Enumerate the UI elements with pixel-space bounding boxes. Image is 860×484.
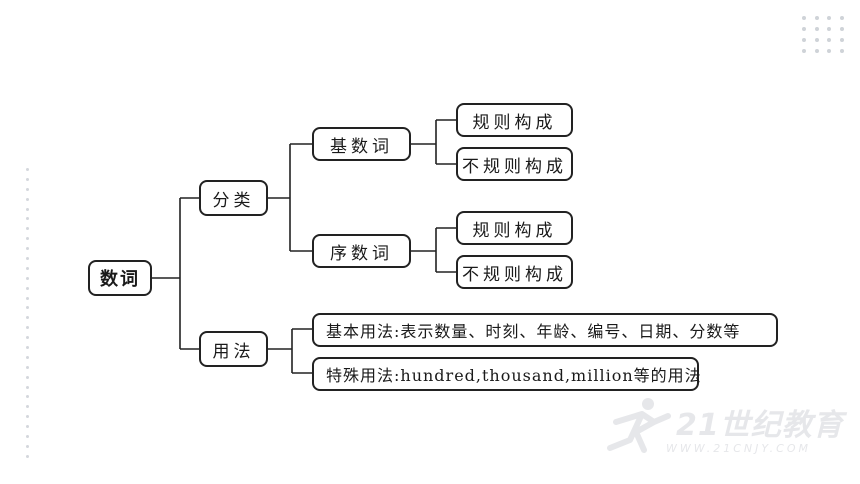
node-special-usage: 特殊用法:hundred,thousand,million等的用法 [312,357,702,391]
connector-classification [268,143,312,252]
connector-usage [268,328,312,374]
classification-label: 分类 [212,190,255,211]
cardinal-irregular-label: 不规则构成 [462,156,567,177]
node-cardinal-irregular: 不规则构成 [456,147,573,181]
root-node-numerals: 数词 [88,260,152,296]
usage-label: 用法 [212,341,255,362]
node-ordinal-irregular: 不规则构成 [456,255,573,289]
node-ordinal-numbers: 序数词 [312,234,411,268]
connector-ordinal [411,227,456,273]
watermark: 21世纪教育 WWW.21CNJY.COM [596,392,846,466]
ordinal-regular-label: 规则构成 [472,220,557,241]
cardinal-label: 基数词 [330,136,393,157]
ordinal-label: 序数词 [330,243,393,264]
node-cardinal-numbers: 基数词 [312,127,411,161]
special-usage-text: 特殊用法:hundred,thousand,million等的用法 [326,366,702,385]
runner-logo-icon [607,398,671,453]
node-basic-usage: 基本用法:表示数量、时刻、年龄、编号、日期、分数等 [312,313,778,347]
decorative-dotted-line [25,168,29,458]
root-label: 数词 [100,269,140,290]
watermark-url: WWW.21CNJY.COM [666,442,812,455]
cardinal-regular-label: 规则构成 [472,112,557,133]
watermark-brand: 21世纪教育 [676,408,844,443]
node-classification: 分类 [199,180,268,216]
connector-root [152,197,199,350]
basic-usage-text: 基本用法:表示数量、时刻、年龄、编号、日期、分数等 [326,322,741,341]
connector-cardinal [411,119,456,165]
decorative-dot-grid [798,12,848,56]
node-cardinal-regular: 规则构成 [456,103,573,137]
ordinal-irregular-label: 不规则构成 [462,264,567,285]
node-ordinal-regular: 规则构成 [456,211,573,245]
node-usage: 用法 [199,331,268,367]
